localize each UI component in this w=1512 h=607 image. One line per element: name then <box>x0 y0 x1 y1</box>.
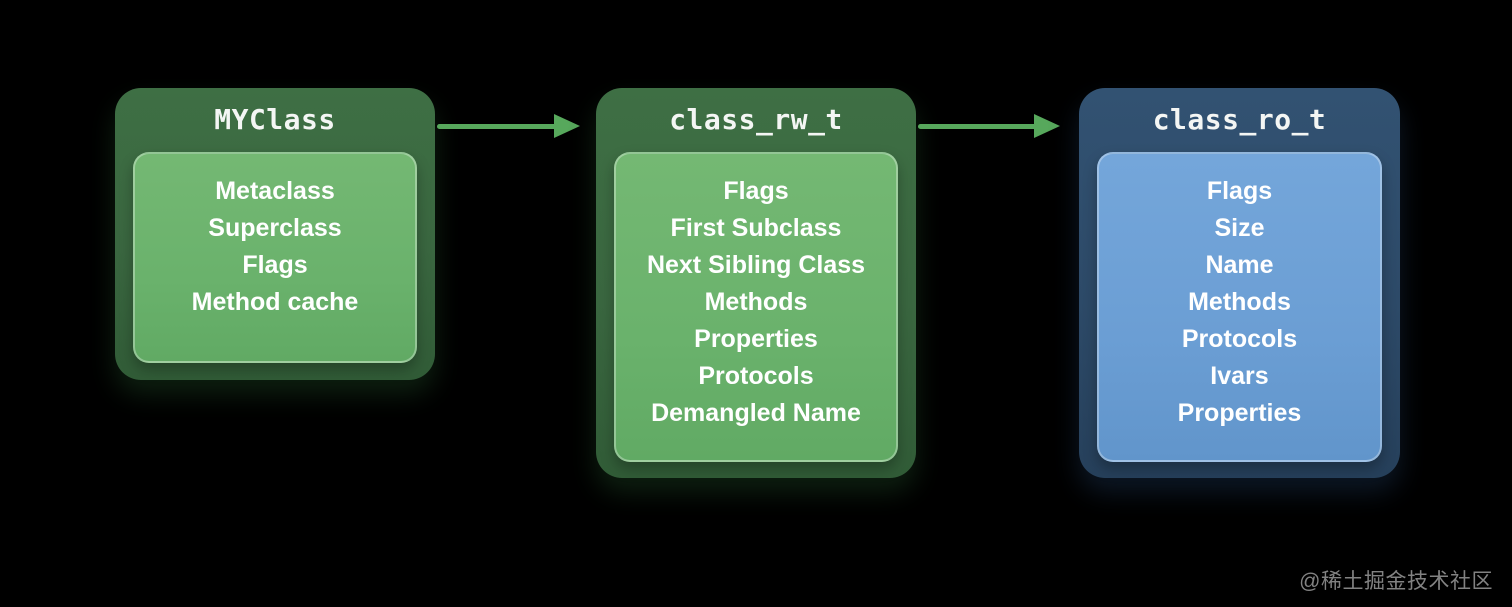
field-item: Methods <box>1188 288 1291 316</box>
field-item: Superclass <box>208 214 342 242</box>
arrow-line <box>918 123 1039 129</box>
field-item: Protocols <box>1181 325 1298 353</box>
field-item: Size <box>1214 214 1265 242</box>
arrow-line <box>437 123 559 129</box>
field-item: Flags <box>1206 177 1273 205</box>
field-item: Properties <box>694 325 818 353</box>
node-title-class-rw-t: class_rw_t <box>669 103 843 136</box>
field-item: Flags <box>723 177 789 205</box>
node-title-class-ro-t: class_ro_t <box>1152 103 1327 136</box>
field-item: First Subclass <box>670 214 842 242</box>
field-item: Next Sibling Class <box>646 251 866 279</box>
field-item: Metaclass <box>215 177 335 205</box>
field-item: Demangled Name <box>651 399 861 427</box>
arrow-head-icon <box>554 114 580 138</box>
field-item: Methods <box>704 288 808 316</box>
field-item: Method cache <box>191 288 359 316</box>
arrow-head-icon <box>1034 114 1060 138</box>
field-item: Flags <box>242 251 308 279</box>
field-item: Properties <box>1177 399 1302 427</box>
field-item: Protocols <box>698 362 814 390</box>
field-item: Ivars <box>1210 362 1269 390</box>
arrow-myclass-to-class-rw-t <box>437 114 580 138</box>
arrow-class-rw-t-to-class-ro-t <box>918 114 1060 138</box>
watermark: @稀土掘金技术社区 <box>1299 570 1493 593</box>
node-title-myclass: MYClass <box>214 103 336 136</box>
field-item: Name <box>1205 251 1274 279</box>
